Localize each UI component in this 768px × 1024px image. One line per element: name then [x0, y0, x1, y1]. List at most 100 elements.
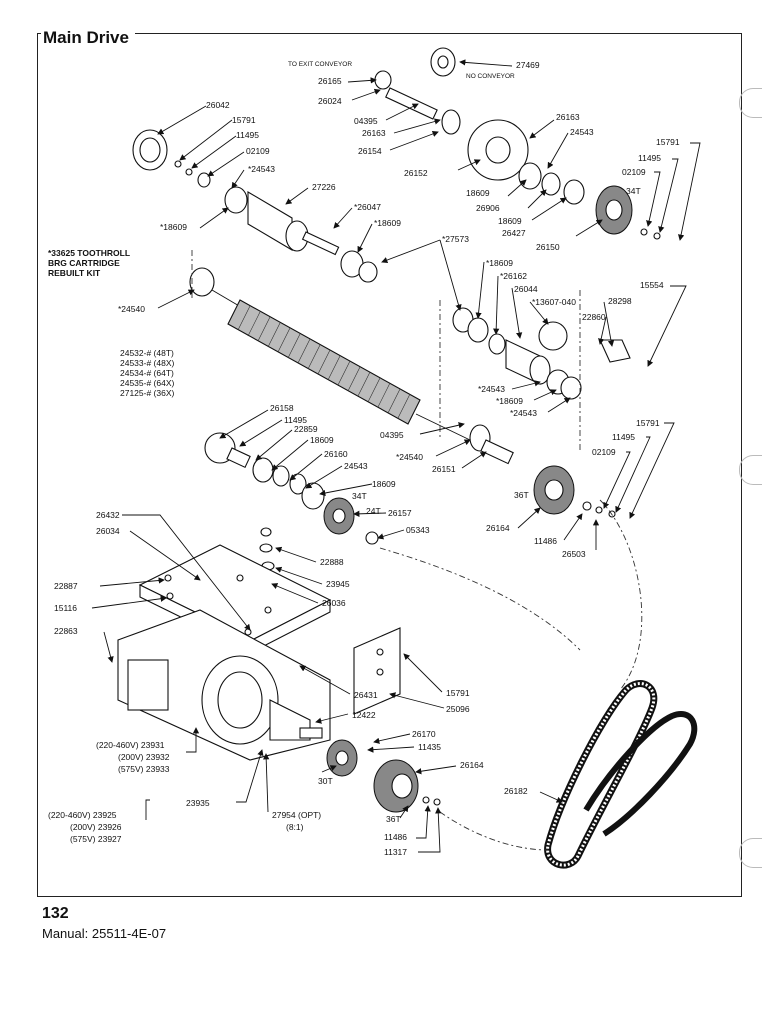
- part-label: 26152: [404, 168, 428, 178]
- part-label: 22859: [294, 424, 318, 434]
- part-label: 26164: [486, 523, 510, 533]
- part-label: 26431: [354, 690, 378, 700]
- part-label: 04395: [354, 116, 378, 126]
- part-label: 24543: [344, 461, 368, 471]
- part-label: 18609: [498, 216, 522, 226]
- part-label: 15791: [636, 418, 660, 428]
- part-label: 02109: [592, 447, 616, 457]
- part-label: 15791: [656, 137, 680, 147]
- part-label: 24T: [366, 506, 381, 516]
- part-label: *24543: [510, 408, 537, 418]
- part-label: 26163: [556, 112, 580, 122]
- part-labels: TO EXIT CONVEYOR NO CONVEYOR 27469 26165…: [48, 60, 680, 857]
- part-label: 04395: [380, 430, 404, 440]
- part-label: 26503: [562, 549, 586, 559]
- part-label: 26164: [460, 760, 484, 770]
- part-label: 26182: [504, 786, 528, 796]
- part-label: *18609: [374, 218, 401, 228]
- part-label: 26158: [270, 403, 294, 413]
- part-label: 22887: [54, 581, 78, 591]
- binder-hole-top: [739, 88, 762, 118]
- page-title: Main Drive: [41, 28, 135, 48]
- part-label: 18609: [310, 435, 334, 445]
- part-label: *18609: [496, 396, 523, 406]
- part-label: 27226: [312, 182, 336, 192]
- manual-reference: Manual: 25511-4E-07: [42, 926, 167, 941]
- part-label: 26160: [324, 449, 348, 459]
- motor-line: (220-460V) 23925: [48, 810, 117, 820]
- part-label: 26024: [318, 96, 342, 106]
- part-label: 05343: [406, 525, 430, 535]
- part-label: 11495: [284, 415, 307, 425]
- part-label: 18609: [372, 479, 396, 489]
- binder-hole-middle: [739, 455, 762, 485]
- part-label: 28298: [608, 296, 632, 306]
- part-label: *24540: [396, 452, 423, 462]
- part-label: 26036: [322, 598, 346, 608]
- toothroll-line: 24534-# (64T): [120, 368, 174, 378]
- part-label: 26157: [388, 508, 412, 518]
- motor-line: (575V) 23927: [70, 834, 122, 844]
- part-label: 34T: [352, 491, 367, 501]
- part-label: 26042: [206, 100, 230, 110]
- part-label: 26432: [96, 510, 120, 520]
- part-label: *26162: [500, 271, 527, 281]
- part-label: 23945: [326, 579, 350, 589]
- part-label: 12422: [352, 710, 376, 720]
- part-label: 11486: [384, 832, 407, 842]
- part-label: 27469: [516, 60, 540, 70]
- part-label: 15791: [446, 688, 470, 698]
- motor-line: (220-460V) 23931: [96, 740, 165, 750]
- part-label: 26170: [412, 729, 436, 739]
- leader-lines: [91, 59, 701, 853]
- timing-belt-26182: [544, 680, 658, 869]
- part-label: 22860: [582, 312, 606, 322]
- part-label: 11317: [384, 847, 407, 857]
- note-no-conveyor: NO CONVEYOR: [466, 73, 515, 80]
- toothroll-line: 27125-# (36X): [120, 388, 175, 398]
- part-label: *13607-040: [532, 297, 576, 307]
- part-label: 26165: [318, 76, 342, 86]
- part-label: 25096: [446, 704, 470, 714]
- part-label: 02109: [622, 167, 646, 177]
- part-label: 26154: [358, 146, 382, 156]
- part-label: *24543: [478, 384, 505, 394]
- part-label: 11435: [418, 742, 441, 752]
- part-label: *24543: [248, 164, 275, 174]
- part-label: 11495: [236, 130, 259, 140]
- part-label: 30T: [318, 776, 333, 786]
- part-label: 11495: [638, 153, 661, 163]
- part-label: 11495: [612, 432, 635, 442]
- part-label: 26044: [514, 284, 538, 294]
- motor-line: (200V) 23932: [118, 752, 170, 762]
- bracket-15554: [599, 339, 631, 363]
- binder-hole-bottom: [739, 838, 762, 868]
- part-label: *27573: [442, 234, 469, 244]
- note-to-exit: TO EXIT CONVEYOR: [288, 61, 352, 68]
- part-label: 22888: [320, 557, 344, 567]
- kit-note-line: REBUILT KIT: [48, 268, 101, 278]
- toothroll-line: 24532-# (48T): [120, 348, 174, 358]
- part-label: 26427: [502, 228, 526, 238]
- part-label: 15554: [640, 280, 664, 290]
- part-label: 15116: [54, 603, 77, 613]
- part-label: 11486: [534, 536, 557, 546]
- motor-junction-box: [127, 659, 169, 711]
- part-label: 26163: [362, 128, 386, 138]
- part-label: 26150: [536, 242, 560, 252]
- kit-note-line: BRG CARTRIDGE: [48, 258, 120, 268]
- part-label: 18609: [466, 188, 490, 198]
- roller-27226: [247, 191, 293, 251]
- part-label: 24543: [570, 127, 594, 137]
- part-label: *18609: [160, 222, 187, 232]
- part-label: 26906: [476, 203, 500, 213]
- kit-note-line: *33625 TOOTHROLL: [48, 248, 130, 258]
- part-label: 26034: [96, 526, 120, 536]
- part-label: 02109: [246, 146, 270, 156]
- part-label: 34T: [626, 186, 641, 196]
- opt-line: 27954 (OPT): [272, 810, 321, 820]
- part-label: 36T: [514, 490, 529, 500]
- opt-line: (8:1): [286, 822, 304, 832]
